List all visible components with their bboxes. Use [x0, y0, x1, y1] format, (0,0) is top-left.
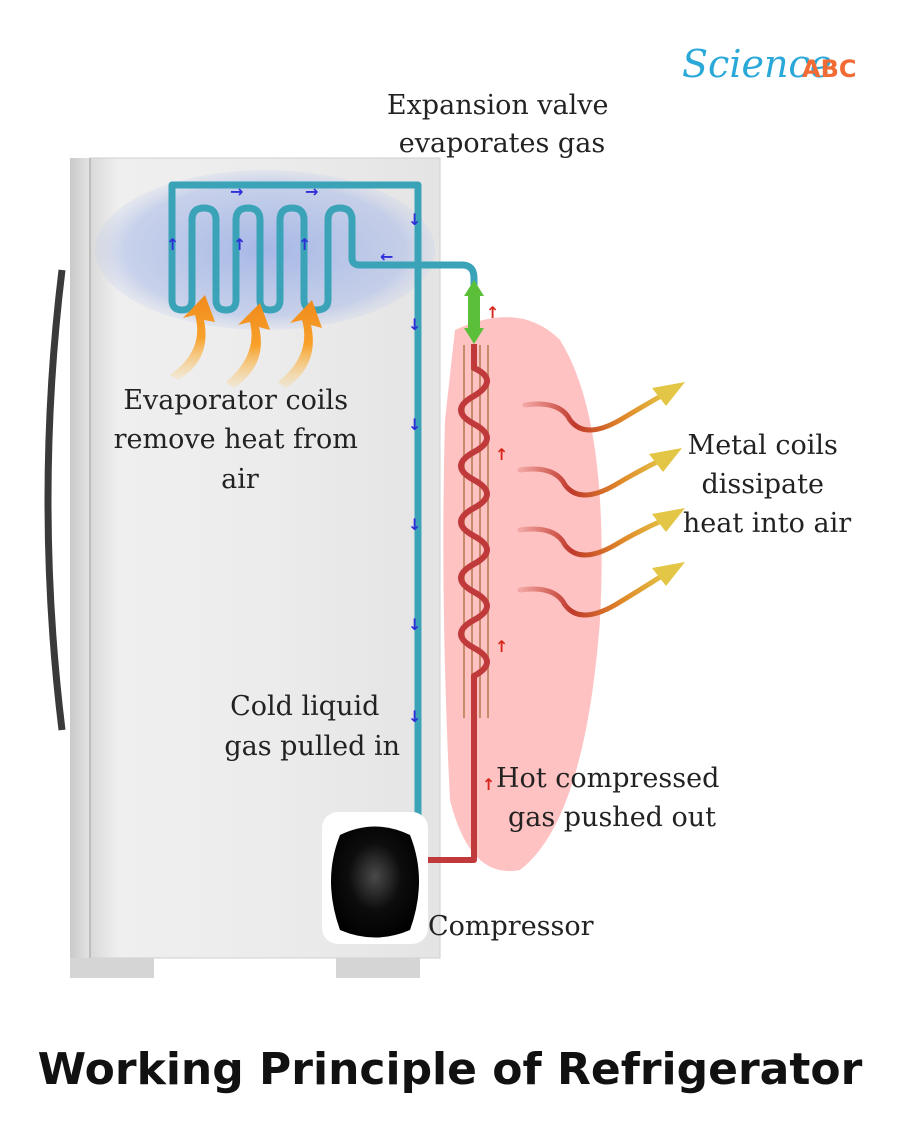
flow-arrow-up: ↑ — [233, 235, 246, 254]
flow-arrow-up: ↑ — [482, 775, 495, 794]
flow-arrow-right: → — [305, 182, 318, 201]
heat-arrowheads — [649, 382, 685, 586]
logo-script-text: Science — [682, 42, 832, 86]
label-line: remove heat from — [114, 424, 358, 455]
flow-arrow-down: ↓ — [408, 515, 421, 534]
science-abc-logo: Science ABC — [682, 42, 856, 86]
flow-arrow-down: ↓ — [408, 415, 421, 434]
label-line: Cold liquid — [230, 691, 379, 722]
evaporator-label: Evaporator coils remove heat from air — [114, 385, 367, 495]
label-line: heat into air — [683, 508, 851, 539]
compressor — [322, 812, 428, 944]
cold-liquid-label: Cold liquid gas pulled in — [224, 691, 400, 762]
condenser-coil — [412, 344, 490, 863]
flow-arrow-right: → — [230, 182, 243, 201]
hot-flow-arrows: ↑ ↑ ↑ ↑ — [482, 303, 508, 794]
compressor-label: Compressor — [428, 911, 594, 942]
flow-arrow-down: ↓ — [408, 615, 421, 634]
label-line: gas pushed out — [508, 802, 716, 833]
label-line: evaporates gas — [399, 128, 605, 159]
flow-arrow-up: ↑ — [495, 637, 508, 656]
label-line: Hot compressed — [496, 763, 719, 794]
label-line: air — [221, 464, 259, 495]
label-line: gas pulled in — [224, 731, 400, 762]
flow-arrow-up: ↑ — [298, 235, 311, 254]
expansion-valve-label: Expansion valve evaporates gas — [387, 90, 617, 159]
metal-coils-label: Metal coils dissipate heat into air — [683, 430, 851, 539]
flow-arrow-down: ↓ — [408, 707, 421, 726]
flow-arrow-up: ↑ — [166, 235, 179, 254]
flow-arrow-up: ↑ — [486, 303, 499, 322]
logo-caps-text: ABC — [802, 55, 856, 83]
hot-zone-glow — [443, 317, 602, 872]
label-line: dissipate — [701, 469, 823, 500]
label-line: Evaporator coils — [123, 385, 348, 416]
label-line: Metal coils — [688, 430, 838, 461]
heat-dissipation-arrows — [517, 389, 671, 618]
door-handle — [44, 269, 66, 731]
flow-arrow-down: ↓ — [408, 210, 421, 229]
flow-arrow-left: ← — [380, 247, 393, 266]
flow-arrow-up: ↑ — [495, 445, 508, 464]
cold-flow-arrows: → → ↑ ↑ ↑ ← ↓ ↓ ↓ ↓ ↓ ↓ — [166, 182, 421, 726]
hot-gas-label: Hot compressed gas pushed out — [496, 763, 728, 833]
heat-intake-arrows — [170, 295, 322, 388]
expansion-valve — [464, 280, 484, 344]
label-line: Expansion valve — [387, 90, 609, 121]
page-title: Working Principle of Refrigerator — [38, 1044, 863, 1095]
flow-arrow-down: ↓ — [408, 315, 421, 334]
